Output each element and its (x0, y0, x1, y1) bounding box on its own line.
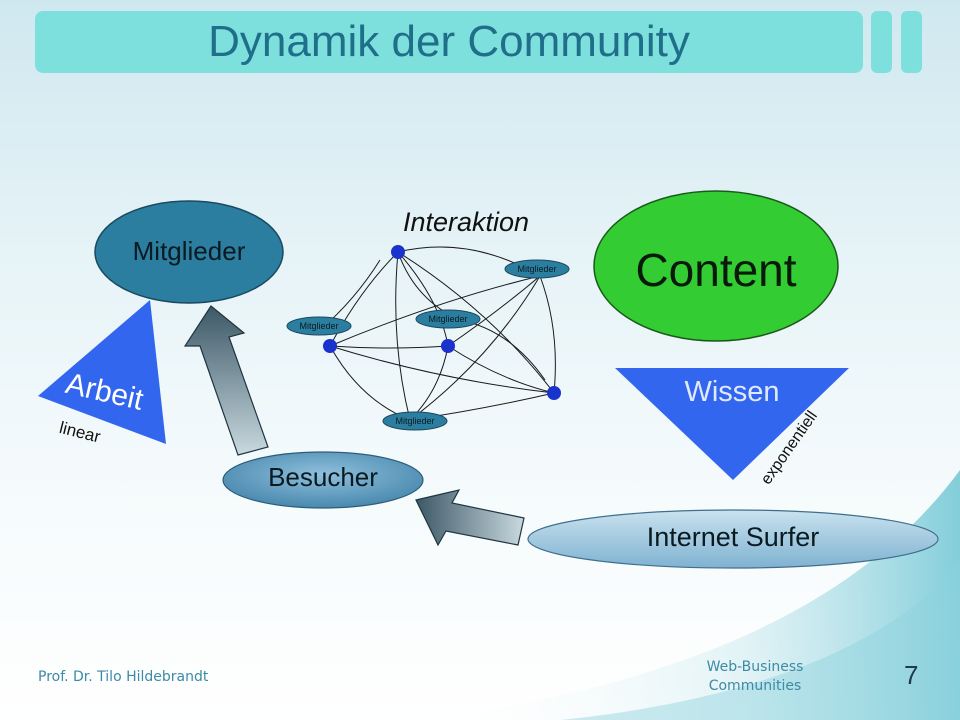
network-node (441, 339, 455, 353)
network-member-label: Mitglieder (299, 321, 339, 331)
network-member-label: Mitglieder (395, 416, 435, 426)
besucher-label: Besucher (268, 462, 378, 492)
arbeit-triangle (38, 300, 166, 444)
title-deco-bar-1 (871, 11, 892, 73)
network-node (391, 245, 405, 259)
slide-title: Dynamik der Community (208, 17, 690, 66)
title-bar: Dynamik der Community (35, 11, 863, 73)
network-member-label: Mitglieder (428, 314, 468, 324)
footer-course-line2: Communities (708, 678, 802, 694)
wissen-label: Wissen (684, 376, 780, 408)
wissen-triangle (615, 368, 849, 480)
content-label: Content (635, 244, 797, 296)
arrow-besucher-to-mitglieder (183, 305, 269, 456)
arrow-surfer-to-besucher (415, 489, 525, 547)
mitglieder-ellipse (94, 200, 284, 304)
network-member-label: Mitglieder (517, 264, 557, 274)
network-member-ellipse (382, 411, 448, 431)
internet-surfer-ellipse (527, 509, 939, 569)
network-node (547, 386, 561, 400)
footer-author: Prof. Dr. Tilo Hildebrandt (38, 669, 209, 685)
internet-surfer-label: Internet Surfer (646, 522, 820, 552)
page-number: 7 (904, 660, 919, 690)
content-ellipse (593, 190, 839, 342)
besucher-ellipse (222, 451, 424, 509)
title-deco-bar-2 (901, 11, 922, 73)
mitglieder-label: Mitglieder (132, 236, 246, 266)
footer-course-line1: Web-Business (706, 659, 804, 675)
network-member-ellipse (415, 309, 481, 329)
network-member-ellipse (504, 259, 570, 279)
footer-course: Web-Business Communities (680, 658, 830, 696)
interaktion-label: Interaktion (403, 207, 530, 237)
network-member-ellipse (286, 316, 352, 336)
network-node (323, 339, 337, 353)
